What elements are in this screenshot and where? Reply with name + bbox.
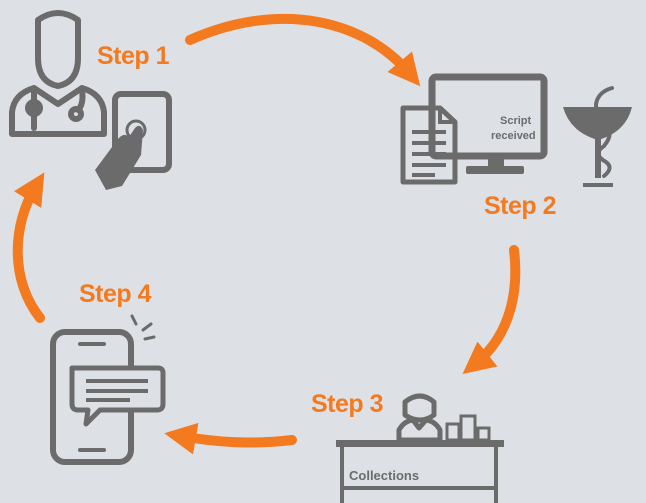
message-bubble-icon: [69, 365, 166, 427]
arrow-step3-to-step4: [164, 422, 297, 455]
arrow-step2-to-step3: [462, 245, 521, 375]
pointing-hand-icon: [95, 125, 143, 190]
pharmacy-bowl-of-hygieia-icon: [563, 86, 632, 187]
monitor-text-received: received: [491, 130, 536, 142]
step-2-label: Step 2: [484, 192, 557, 220]
arrow-step1-to-step2: [185, 13, 421, 87]
notification-icon: [130, 314, 156, 341]
step-3-label: Step 3: [311, 390, 384, 418]
medicine-bottles-icon: [445, 414, 491, 442]
doctor-icon: [9, 10, 107, 137]
monitor-text-script: Script: [500, 115, 532, 127]
pharmacist-icon: [396, 393, 443, 443]
step-1-label: Step 1: [97, 42, 170, 70]
arrow-step4-to-step1: [12, 172, 45, 323]
computer-monitor-icon: [428, 73, 548, 174]
counter-icon: [336, 440, 504, 503]
counter-collections-label: Collections: [349, 468, 420, 483]
step-4-label: Step 4: [79, 280, 152, 308]
